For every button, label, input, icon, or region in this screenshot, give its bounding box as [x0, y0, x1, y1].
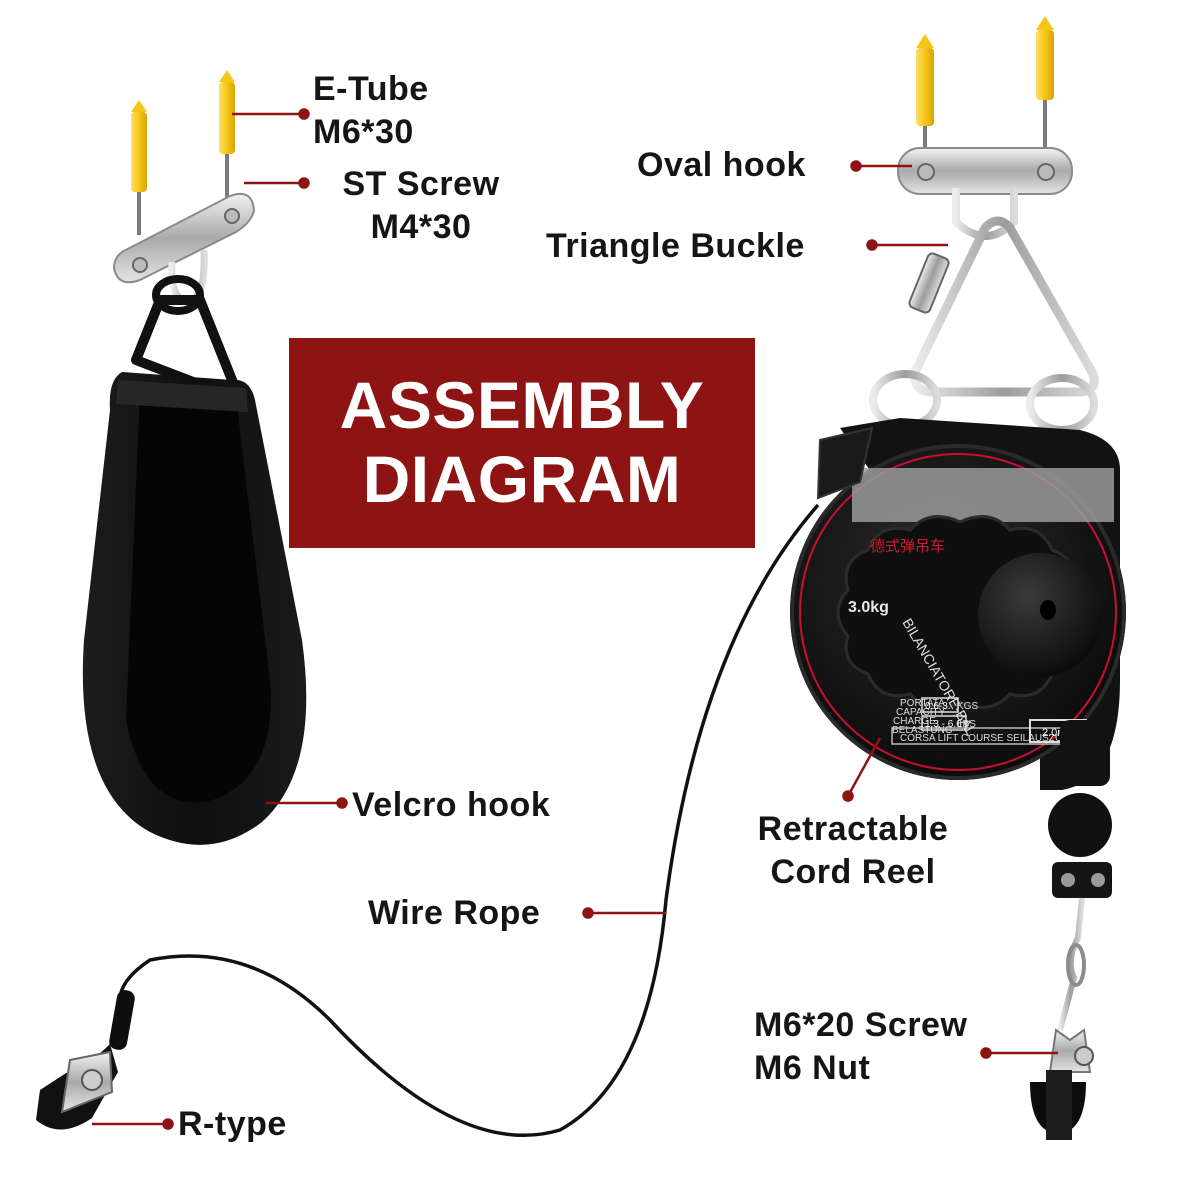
label-wire-rope: Wire Rope [368, 894, 541, 932]
label-screw-nut: M6*20 Screw M6 Nut [754, 1004, 967, 1089]
reel-stroke-line: CORSA LIFT COURSE SEILAUSZUG [900, 733, 1070, 744]
left-oval-hook-plate [112, 192, 256, 306]
label-screw-line: M6*20 Screw [754, 1006, 968, 1044]
label-st-screw-size: M4*30 [370, 207, 472, 246]
reel-charge-text: CHARGE [893, 716, 936, 727]
label-velcro-hook: Velcro hook [352, 786, 551, 824]
reel-lbs-value: 1.3 - 6.6 [925, 719, 962, 730]
label-st-screw: ST Screw M4*30 [323, 163, 519, 248]
label-r-type: R-type [178, 1105, 287, 1143]
leader-lines [92, 108, 1058, 1130]
reel-kgs-value: 0.6-3. [925, 701, 951, 712]
label-e-tube-size: M6*30 [313, 112, 414, 151]
label-reel-line-2: Cord Reel [770, 852, 936, 891]
left-anchor-1 [131, 100, 147, 235]
swivel-hook-chain [1057, 897, 1086, 1031]
label-st-screw-name: ST Screw [342, 165, 500, 203]
right-triangle-buckle [908, 216, 1099, 397]
velcro-strap [82, 372, 307, 845]
label-e-tube-name: E-Tube [313, 70, 429, 108]
label-triangle-buckle: Triangle Buckle [546, 227, 805, 265]
r-type-clip [36, 990, 135, 1130]
reel-capacity-text: 3.0kg [848, 599, 889, 616]
title-banner: ASSEMBLY DIAGRAM [289, 338, 755, 548]
end-roller [1030, 1028, 1094, 1140]
reel-kgs-text: KGS [957, 701, 978, 712]
label-oval-hook: Oval hook [637, 146, 806, 184]
reel-lbs-text: LBS [957, 719, 976, 730]
reel-capacity-word: CAPACITY [896, 707, 946, 718]
reel-portata-text: PORTATA [900, 698, 945, 709]
label-nut-line: M6 Nut [754, 1048, 871, 1087]
retractable-cord-reel [790, 418, 1126, 790]
title-line-1: ASSEMBLY [339, 368, 705, 443]
title-line-2: DIAGRAM [362, 442, 682, 516]
label-retractable-reel: Retractable Cord Reel [733, 808, 973, 893]
right-oval-hook-plate [897, 147, 1073, 240]
right-anchor-2 [1036, 16, 1054, 160]
reel-brand-text: 德式弹吊车 [870, 537, 945, 555]
wire-rope [118, 503, 820, 1138]
label-reel-line-1: Retractable [757, 810, 949, 848]
reel-belastung-text: BELASTUNG [892, 725, 953, 736]
label-e-tube: E-Tube M6*30 [313, 68, 429, 153]
reel-outlet-and-ball [1048, 720, 1112, 898]
left-anchor-2 [219, 70, 235, 205]
